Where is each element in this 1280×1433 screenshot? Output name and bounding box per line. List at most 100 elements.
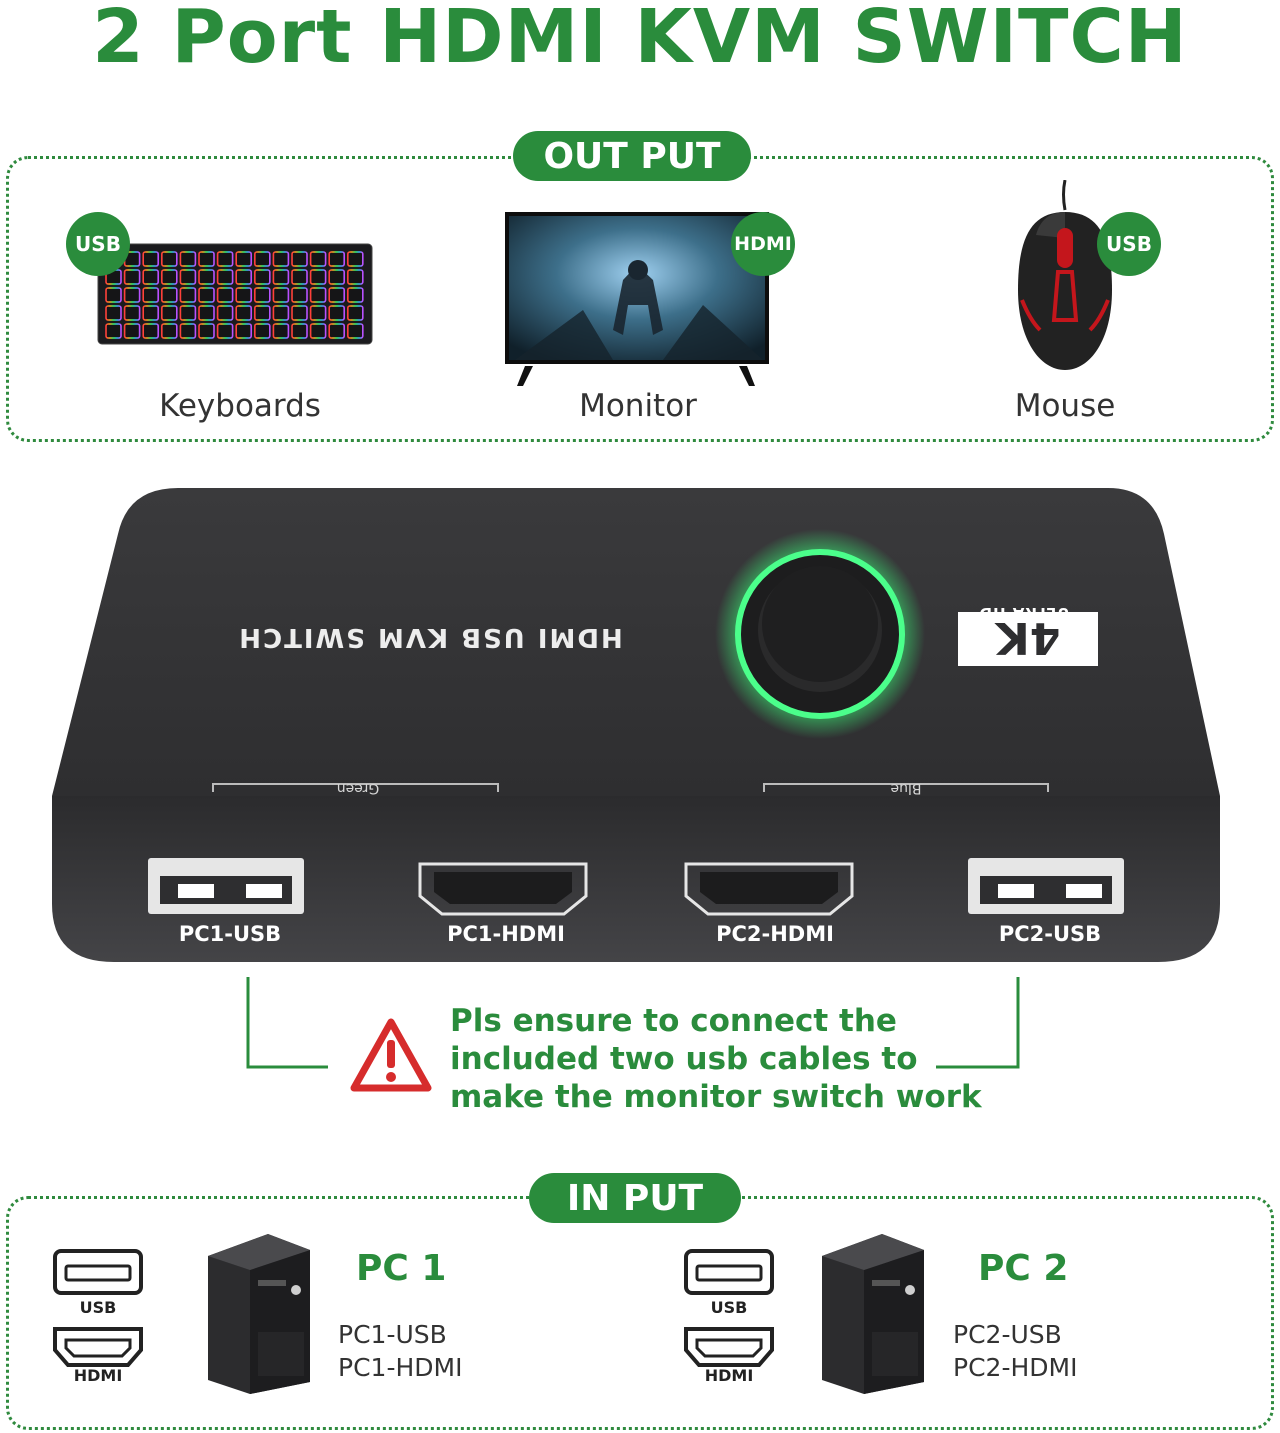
- usb-port-icon: [684, 1249, 774, 1295]
- keyboard-key: [328, 287, 345, 303]
- keyboard-key: [347, 287, 364, 303]
- usb-badge-mouse: USB: [1097, 212, 1161, 276]
- input-panel: [6, 1196, 1274, 1430]
- keyboard-key: [272, 287, 290, 303]
- keyboard-key: [235, 251, 252, 267]
- input-label: IN PUT: [529, 1173, 741, 1223]
- keyboard-key: [272, 323, 290, 339]
- keyboard-key: [254, 251, 271, 267]
- keyboard-key: [123, 287, 141, 303]
- port-label-pc1-usb: PC1-USB: [178, 922, 282, 946]
- keyboard-key: [179, 251, 197, 267]
- keyboard-key: [216, 305, 234, 321]
- keyboard-key: [179, 287, 197, 303]
- port-label-pc2-hdmi: PC2-HDMI: [716, 922, 834, 946]
- note-line-3: make the monitor switch work: [450, 1079, 982, 1115]
- keyboard-key: [347, 251, 364, 267]
- keyboard-key: [179, 269, 197, 285]
- keyboard-key: [291, 269, 308, 285]
- usb-badge-keyboard: USB: [66, 212, 130, 276]
- keyboard-key: [309, 251, 327, 267]
- output-label: OUT PUT: [513, 131, 751, 181]
- monitor-image: [505, 212, 769, 386]
- keyboard-key: [216, 269, 234, 285]
- keyboard-key: [142, 287, 160, 303]
- keyboards-label: Keyboards: [159, 388, 321, 424]
- keyboard-key: [328, 305, 345, 321]
- pc1-port-usb: PC1-USB: [338, 1320, 447, 1349]
- hdmi-port-icon-label: HDMI: [73, 1366, 123, 1385]
- pc-tower-image: [208, 1234, 310, 1394]
- keyboard-key: [328, 269, 345, 285]
- keyboard-key: [216, 323, 234, 339]
- keyboard-key: [272, 305, 290, 321]
- keyboard-key: [198, 269, 215, 285]
- mouse-label: Mouse: [1014, 388, 1116, 424]
- keyboard-key: [235, 269, 252, 285]
- usb-port-icon: [53, 1249, 143, 1295]
- keyboard-key: [347, 269, 364, 285]
- keyboard-key: [235, 287, 252, 303]
- keyboard-image: [97, 243, 373, 345]
- keyboard-key: [105, 323, 122, 339]
- keyboard-key: [105, 287, 122, 303]
- port-label-pc2-usb: PC2-USB: [998, 922, 1102, 946]
- keyboard-key: [235, 305, 252, 321]
- keyboard-key: [254, 287, 271, 303]
- pc1-port-hdmi: PC1-HDMI: [338, 1353, 463, 1382]
- usb-port-icon-label: USB: [710, 1298, 748, 1317]
- keyboard-key: [235, 323, 252, 339]
- keyboard-key: [347, 305, 364, 321]
- hdmi-port-icon: [53, 1327, 143, 1367]
- keyboard-key: [198, 287, 215, 303]
- keyboard-key: [328, 323, 345, 339]
- keyboard-key: [105, 305, 122, 321]
- note-bracket-lines: [246, 977, 1020, 1069]
- keyboard-key: [272, 269, 290, 285]
- hdmi-port-icon: [684, 1327, 774, 1367]
- keyboard-key: [142, 323, 160, 339]
- keyboard-key: [309, 323, 327, 339]
- usb-port-icon-label: USB: [79, 1298, 117, 1317]
- keyboard-key: [291, 323, 308, 339]
- port-label-pc1-hdmi: PC1-HDMI: [447, 922, 565, 946]
- keyboard-key: [328, 251, 345, 267]
- keyboard-key: [123, 323, 141, 339]
- device-top-text: HDMI USB KVM SWITCH: [237, 622, 623, 652]
- keyboard-key: [254, 305, 271, 321]
- warning-icon: [350, 1018, 432, 1092]
- note-line-2: included two usb cables to: [450, 1041, 918, 1077]
- keyboard-key: [123, 269, 141, 285]
- keyboard-key: [309, 287, 327, 303]
- mouse-image: [1018, 180, 1112, 370]
- keyboard-key: [161, 305, 178, 321]
- group-label-blue: Blue: [890, 780, 922, 796]
- keyboard-key: [291, 251, 308, 267]
- keyboard-key: [179, 305, 197, 321]
- monitor-label: Monitor: [579, 388, 697, 424]
- keyboard-key: [309, 305, 327, 321]
- pc2-name: PC 2: [978, 1248, 1069, 1289]
- pc2-port-hdmi: PC2-HDMI: [953, 1353, 1078, 1382]
- keyboard-key: [142, 269, 160, 285]
- keyboard-key: [161, 287, 178, 303]
- keyboard-key: [309, 269, 327, 285]
- keyboard-key: [161, 269, 178, 285]
- pc1-name: PC 1: [356, 1248, 447, 1289]
- hdmi-port-icon-label: HDMI: [704, 1366, 754, 1385]
- keyboard-key: [161, 251, 178, 267]
- keyboard-key: [291, 305, 308, 321]
- keyboard-key: [254, 323, 271, 339]
- keyboard-key: [291, 287, 308, 303]
- keyboard-key: [198, 305, 215, 321]
- keyboard-key: [272, 251, 290, 267]
- keyboard-key: [142, 251, 160, 267]
- page-title: 2 Port HDMI KVM SWITCH: [92, 0, 1188, 80]
- keyboard-key: [123, 305, 141, 321]
- pc-tower-image: [822, 1234, 924, 1394]
- keyboard-key: [198, 323, 215, 339]
- keyboard-key: [216, 287, 234, 303]
- logo-ultrahd: ULTRA HD: [978, 604, 1070, 622]
- note-line-1: Pls ensure to connect the: [450, 1003, 897, 1039]
- kvm-switch-device: [52, 488, 1220, 962]
